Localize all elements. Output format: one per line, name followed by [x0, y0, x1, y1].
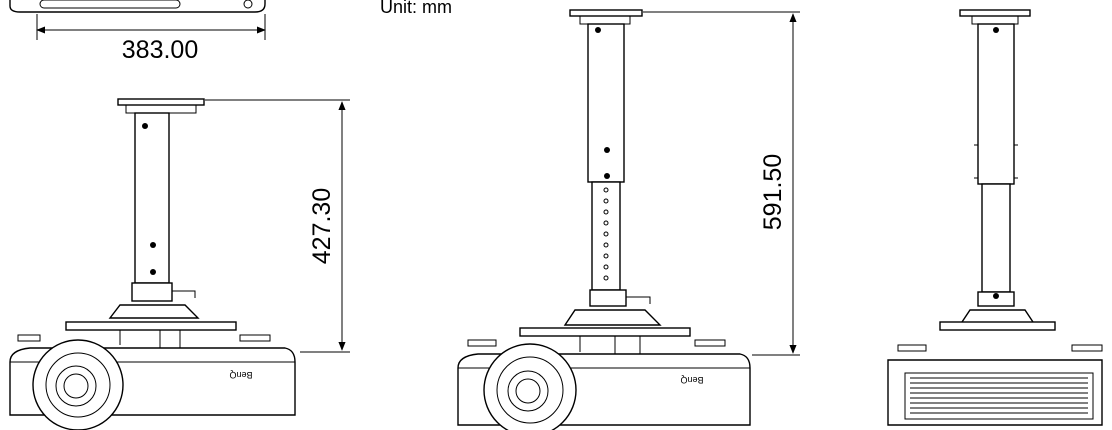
unit-label: Unit: mm: [380, 0, 452, 17]
front-view-min-height: BenQ 427.30: [9, 98, 350, 430]
brand-mark: BenQ: [229, 370, 252, 380]
max-height-dimension-label: 591.50: [759, 154, 787, 230]
width-dimension-label: 383.00: [122, 36, 198, 64]
brand-mark-middle: BenQ: [680, 375, 703, 385]
side-view: [887, 9, 1103, 426]
min-height-dimension-label: 427.30: [308, 188, 336, 264]
top-view-partial: 383.00: [9, 0, 266, 64]
front-view-max-height: BenQ 591.50: [457, 9, 800, 430]
vent-grille: [910, 377, 1088, 414]
